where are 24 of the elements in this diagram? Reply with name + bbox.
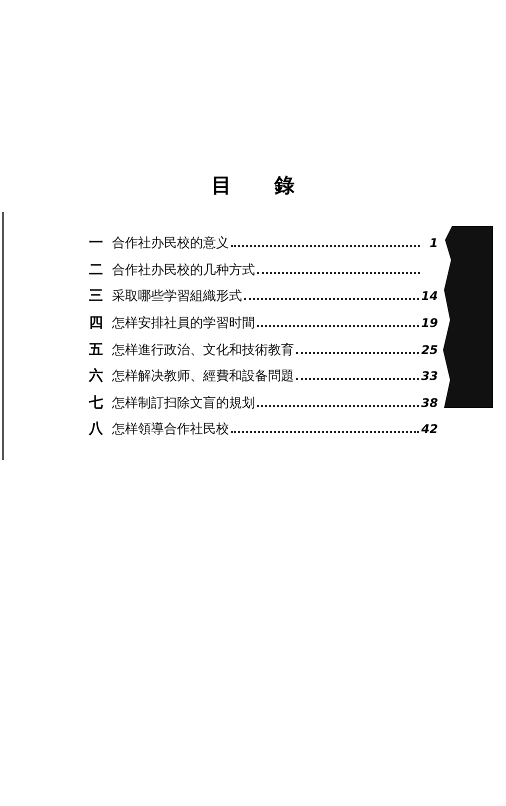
chapter-numeral: 三 [88,287,104,305]
chapter-title: 合作社办民校的几种方式 [112,261,422,279]
chapter-numeral: 六 [88,367,104,385]
chapter-title: 怎样制訂扫除文盲的規划 [112,394,422,412]
title: 目 錄 [210,172,296,199]
chapter-title: 合作社办民校的意义 [112,234,422,252]
chapter-title: 怎样安排社員的学習时間 [112,314,422,332]
page-number: 25 [421,343,438,357]
chapter-title: 怎样解决教师、經費和設备問題 [112,367,422,385]
chapter-numeral: 五 [88,341,104,359]
chapter-numeral: 八 [88,420,104,438]
chapter-numeral: 四 [88,314,104,332]
chapter-title: 采取哪些学習組織形式 [112,287,422,305]
chapter-numeral: 一 [88,234,104,252]
page-number: 33 [421,369,438,383]
page-number: 42 [421,422,438,436]
chapter-numeral: 七 [88,394,104,412]
page-number: 38 [421,396,438,410]
chapter-title: 怎样進行政治、文化和技術教育 [112,341,422,359]
page-number: 1 [428,236,438,250]
page-number: 14 [421,289,438,303]
page-number: 19 [421,316,438,330]
chapter-numeral: 二 [88,261,104,279]
chapter-title: 怎样領導合作社民校 [112,420,422,438]
